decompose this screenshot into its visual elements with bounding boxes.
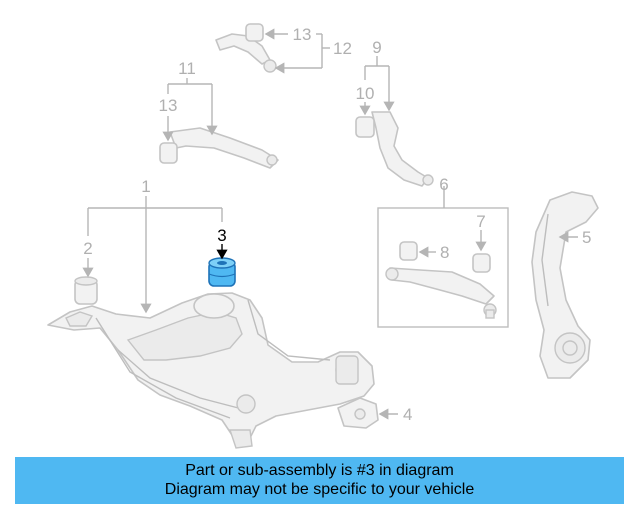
callout-10: 10 — [356, 84, 375, 103]
bushing-2 — [74, 276, 98, 305]
bracket-4 — [337, 397, 379, 429]
subframe-bushing-right — [193, 293, 235, 319]
upper-arm-11 — [159, 127, 279, 169]
callout-1: 1 — [141, 177, 150, 196]
callout-13-lower: 13 — [159, 96, 178, 115]
leader-lines — [82, 28, 578, 420]
callout-4: 4 — [403, 405, 412, 424]
callout-13-upper: 13 — [293, 25, 312, 44]
subframe — [47, 292, 375, 449]
group-box-6 — [377, 207, 509, 328]
highlighted-bushing-3 — [208, 257, 236, 287]
banner-line-1: Part or sub-assembly is #3 in diagram — [185, 462, 454, 479]
callout-9: 9 — [372, 38, 381, 57]
callout-8: 8 — [440, 243, 449, 262]
info-banner: Part or sub-assembly is #3 in diagram Di… — [15, 457, 624, 504]
arm-9 — [355, 111, 434, 187]
callout-6: 6 — [439, 175, 448, 194]
callout-5: 5 — [582, 228, 591, 247]
bushing-7 — [472, 253, 491, 273]
steering-knuckle-5 — [531, 191, 599, 379]
upper-arm-12 — [215, 23, 277, 73]
lower-arm-6 — [385, 267, 497, 319]
callout-12: 12 — [333, 39, 352, 58]
callout-11: 11 — [178, 59, 196, 78]
callout-2: 2 — [83, 239, 92, 258]
bushing-8 — [399, 241, 418, 261]
callout-7: 7 — [476, 212, 485, 231]
banner-line-2: Diagram may not be specific to your vehi… — [164, 481, 475, 498]
callout-3: 3 — [217, 226, 226, 245]
